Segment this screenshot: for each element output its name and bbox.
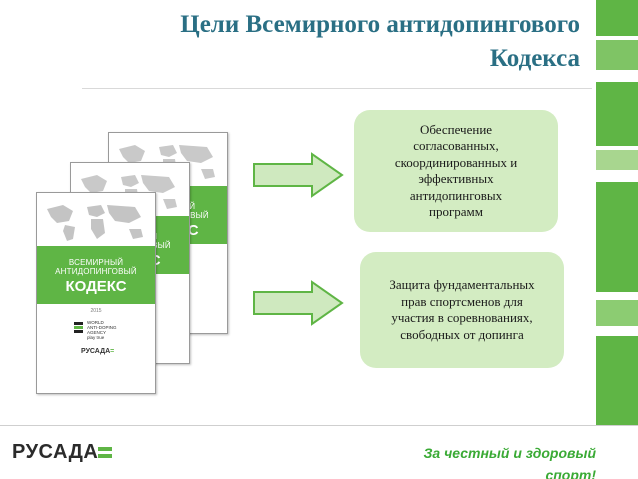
book-cover-front: ВСЕМИРНЫЙ АНТИДОПИНГОВЫЙ КОДЕКС 2015 WOR… <box>36 192 156 394</box>
goal-line: эффективных <box>418 171 494 186</box>
title-line: Кодекса <box>489 45 580 72</box>
goal-line: свободных от допинга <box>400 326 524 342</box>
stripe <box>596 336 638 425</box>
wada-line: ANTI-DOPING <box>87 325 117 330</box>
arrow-right-icon <box>253 280 344 326</box>
goal-line: программ <box>428 204 483 219</box>
goal-line: Обеспечение <box>419 121 493 137</box>
rusada-logo-text: РУСАДА <box>12 441 99 463</box>
rusada-logo: РУСАДА <box>12 438 112 466</box>
wada-text: WORLD ANTI-DOPING AGENCY play true <box>87 320 117 340</box>
wada-emblem-icon <box>73 321 84 334</box>
goal-text: Защита фундаментальных прав спортсменов … <box>389 277 534 343</box>
cover-band: ВСЕМИРНЫЙ АНТИДОПИНГОВЫЙ КОДЕКС <box>37 246 155 304</box>
equals-icon <box>98 447 112 458</box>
stripe <box>596 182 638 292</box>
slide-title: Цели Всемирного антидопингового Кодекса <box>70 8 580 76</box>
cover-line: ВСЕМИРНЫЙ <box>68 258 124 267</box>
wada-line: play true <box>87 335 105 340</box>
goal-line: согласованных, <box>413 138 499 153</box>
world-map-icon <box>47 205 143 241</box>
goal-text: Обеспечение согласованных, скоординирова… <box>395 122 517 221</box>
wada-line: AGENCY <box>87 330 107 335</box>
title-divider <box>82 88 592 89</box>
goal-line: участия в соревнованиях, <box>391 310 533 325</box>
goal-line: Защита фундаментальных <box>389 277 535 292</box>
goal-line: антидопинговых <box>409 187 503 203</box>
goal-line: скоординированных и <box>394 154 518 170</box>
cover-line: АНТИДОПИНГОВЫЙ <box>55 267 137 276</box>
decorative-stripes <box>596 0 638 425</box>
stripe <box>596 40 638 70</box>
cover-year: 2015 <box>90 308 102 314</box>
cover-publisher-text: РУСАДА <box>81 348 111 355</box>
stripe <box>596 300 638 326</box>
cover-title: КОДЕКС <box>65 278 127 295</box>
title-line: Цели Всемирного антидопингового <box>180 11 580 38</box>
wada-line: WORLD <box>87 320 104 325</box>
stripe <box>596 82 638 146</box>
footer-slogan: За честный и здоровый спорт! <box>423 445 596 479</box>
stripe <box>596 0 638 36</box>
equals-icon: = <box>110 348 115 355</box>
stripe <box>596 150 638 170</box>
cover-publisher-logo: РУСАДА= <box>81 348 114 355</box>
arrow-right-icon <box>253 152 344 198</box>
goal-line: прав спортсменов для <box>401 293 523 309</box>
goal-box-athlete-rights: Защита фундаментальных прав спортсменов … <box>360 252 564 368</box>
goal-box-programs: Обеспечение согласованных, скоординирова… <box>354 110 558 232</box>
footer-divider <box>0 425 638 426</box>
